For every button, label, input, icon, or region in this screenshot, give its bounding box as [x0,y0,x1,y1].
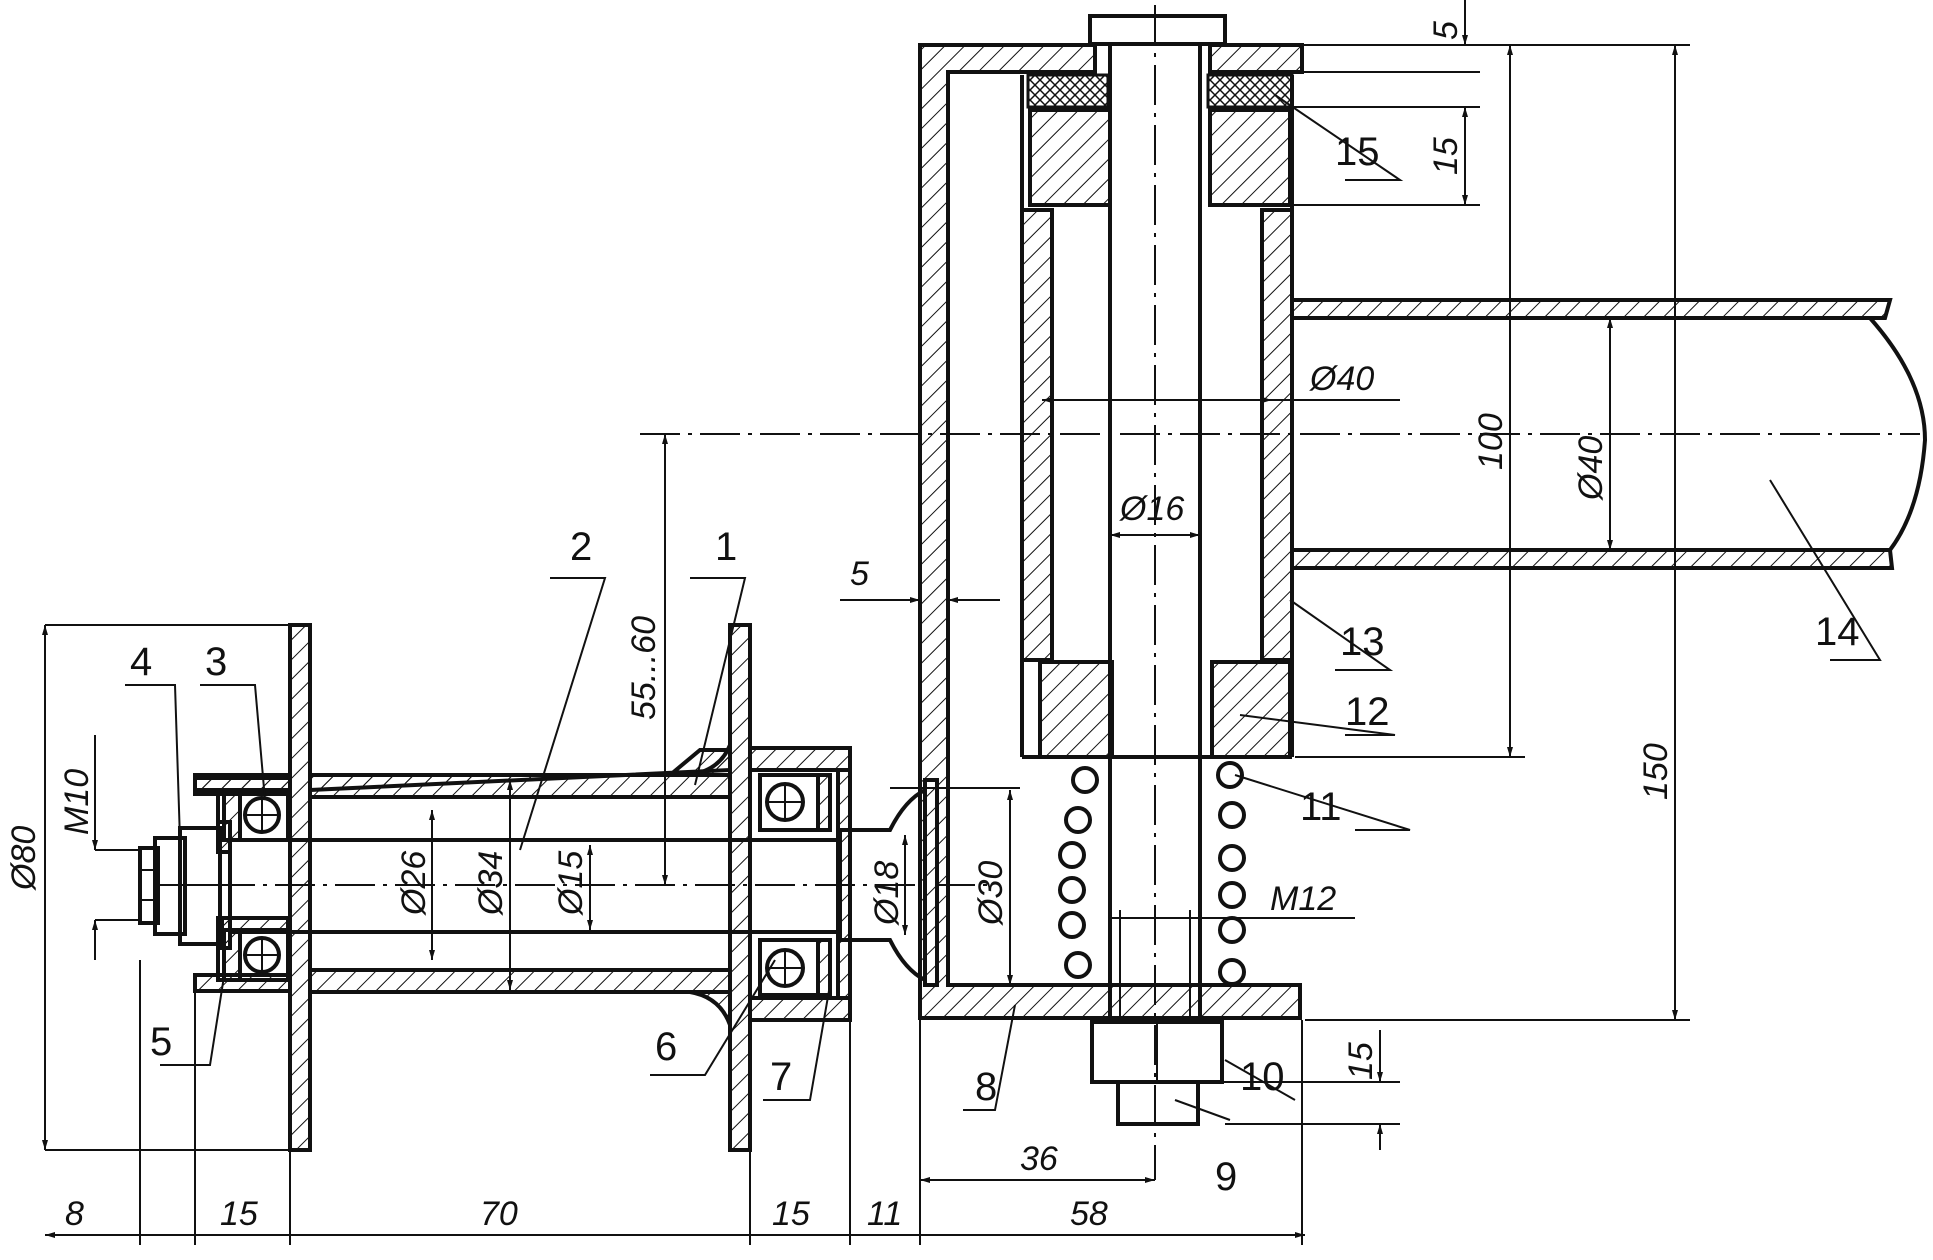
spring [1058,761,1246,986]
right-bearing [758,773,832,997]
part-label-8: 8 [975,1065,997,1109]
dim-wall-5: 5 [850,555,869,593]
dim-15-left: 15 [220,1195,258,1233]
left-wheel-disc [288,623,312,1152]
dim-8: 8 [65,1195,84,1233]
dimension-lines [42,0,1690,1245]
dim-bolt-16: Ø16 [1119,490,1184,528]
part-label-14: 14 [1815,610,1860,654]
part-label-12: 12 [1345,690,1390,734]
dim-36: 36 [1020,1140,1058,1178]
hub-wall-top [308,773,732,799]
dim-top-5: 5 [1427,21,1465,40]
part-label-5: 5 [150,1020,172,1064]
dim-nut-15: 15 [1342,1042,1380,1080]
part-label-10: 10 [1240,1055,1285,1099]
arm-tube [640,298,1928,570]
washer-left [216,820,232,854]
part-label-13: 13 [1340,620,1385,664]
dim-journal-18: Ø18 [868,861,906,926]
dim-height-100: 100 [1472,413,1510,470]
kingpin-bolt [1088,5,1227,1180]
dim-arm-40: Ø40 [1572,436,1610,501]
dimension-texts: 8 15 70 15 11 58 36 Ø80 M10 Ø26 Ø34 Ø15 … [5,21,1675,1233]
dim-top-15: 15 [1427,137,1465,175]
dim-bore-26: Ø26 [395,851,433,916]
dim-boss-30: Ø30 [972,861,1010,926]
dim-15-right: 15 [772,1195,810,1233]
left-cup-bottom [193,973,292,993]
dim-axle-15: Ø15 [552,851,590,916]
dim-flange-dia: Ø80 [5,826,43,891]
dim-11: 11 [867,1195,902,1233]
part-label-1: 1 [715,525,737,569]
wheel-hub-assembly [138,623,990,1152]
right-housing-top [748,746,852,772]
hub-fillet-bottom [689,990,732,1026]
axle-nut [138,826,222,946]
part-label-9: 9 [1215,1155,1237,1199]
part-label-7: 7 [770,1055,792,1099]
part-label-15: 15 [1335,130,1380,174]
part-label-4: 4 [130,640,152,684]
hub-wall-bottom [308,968,732,994]
dim-70: 70 [480,1195,518,1233]
dim-offset-range: 55...60 [625,616,663,720]
washer-left-2 [216,916,232,950]
dim-m12: M12 [1270,880,1336,918]
dim-hub-34: Ø34 [472,851,510,916]
right-wheel-disc [728,623,752,1152]
part-label-2: 2 [570,525,592,569]
part-labels: 1 2 3 4 5 6 7 8 9 10 11 12 13 14 15 [130,130,1860,1199]
bracket [918,43,1304,1020]
part-label-11: 11 [1300,785,1342,829]
part-label-6: 6 [655,1025,677,1069]
dim-height-150: 150 [1637,743,1675,800]
pivot-sleeve [1020,73,1294,759]
part-label-3: 3 [205,640,227,684]
dim-tube-40: Ø40 [1309,360,1374,398]
right-housing-bottom [748,996,852,1022]
dim-m10: M10 [58,769,96,835]
leader-lines [125,94,1882,1121]
dim-58: 58 [1070,1195,1108,1233]
